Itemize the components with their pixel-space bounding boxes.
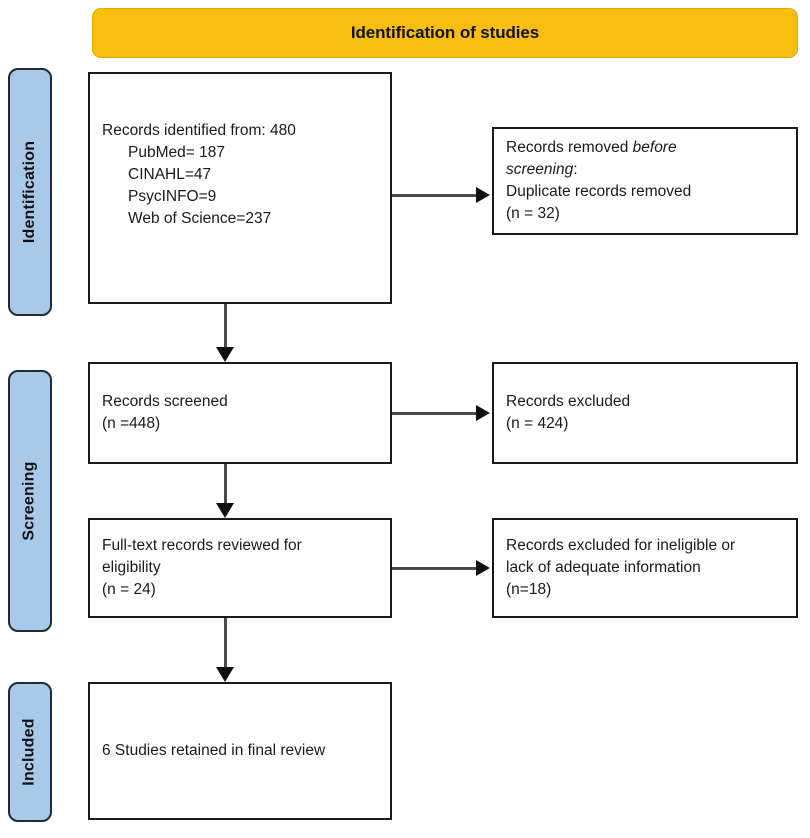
box-line: eligibility (102, 559, 161, 576)
connector-line-screened-to-fulltext (224, 464, 227, 506)
box-line: Records identified from: 480 (102, 122, 296, 139)
box-line: Web of Science=237 (128, 210, 272, 227)
box-line: (n = 32) (506, 205, 560, 222)
box-line: lack of adequate information (506, 559, 701, 576)
box-line: Duplicate records removed (506, 183, 692, 200)
arrow-right-icon (476, 560, 490, 576)
arrow-down-icon (216, 347, 234, 362)
box-records-removed-before-screening: Records removed before screening: Duplic… (492, 127, 798, 235)
box-records-excluded-ineligible: Records excluded for ineligible or lack … (492, 518, 798, 618)
box-studies-included: 6 Studies retained in final review (88, 682, 392, 820)
box-line: (n = 24) (102, 581, 156, 598)
box-records-identified: Records identified from: 480 PubMed= 187… (88, 72, 392, 304)
box-line: CINAHL=47 (128, 166, 212, 183)
box-line: 6 Studies retained in final review (102, 742, 326, 759)
stage-label-identification: Identification (8, 68, 52, 316)
box-line: (n =448) (102, 415, 161, 432)
box-line-emphasis: before (632, 139, 677, 156)
box-line: screening: (506, 159, 784, 181)
stage-label-screening: Screening (8, 370, 52, 632)
connector-line-identified-to-removed (392, 194, 478, 197)
box-line: PubMed= 187 (128, 144, 225, 161)
box-line: Records excluded for ineligible or (506, 537, 736, 554)
box-fulltext-records-reviewed: Full-text records reviewed for eligibili… (88, 518, 392, 618)
box-line: Records excluded (506, 393, 631, 410)
arrow-down-icon (216, 503, 234, 518)
banner-title: Identification of studies (350, 23, 540, 42)
connector-line-identified-to-screened (224, 304, 227, 350)
stage-label-text: Screening (21, 461, 39, 541)
box-records-excluded: Records excluded (n = 424) (492, 362, 798, 464)
stage-label-text: Included (21, 718, 39, 786)
arrow-right-icon (476, 187, 490, 203)
connector-line-fulltext-to-excluded-ineligible (392, 567, 478, 570)
arrow-down-icon (216, 667, 234, 682)
connector-line-fulltext-to-included (224, 618, 227, 668)
box-records-screened: Records screened (n =448) (88, 362, 392, 464)
box-line: Full-text records reviewed for (102, 537, 302, 554)
stage-label-text: Identification (21, 140, 39, 244)
stage-label-included: Included (8, 682, 52, 822)
box-line: (n=18) (506, 581, 552, 598)
box-line: Records screened (102, 393, 228, 410)
identification-banner: Identification of studies (92, 8, 798, 58)
box-line: (n = 424) (506, 415, 569, 432)
connector-line-screened-to-excluded (392, 412, 478, 415)
arrow-right-icon (476, 405, 490, 421)
box-line-text: Records removed (506, 139, 633, 156)
box-line-text: : (573, 161, 578, 178)
box-line-emphasis: screening (506, 161, 574, 178)
box-line: Records removed before (506, 137, 784, 159)
box-line: PsycINFO=9 (128, 188, 217, 205)
